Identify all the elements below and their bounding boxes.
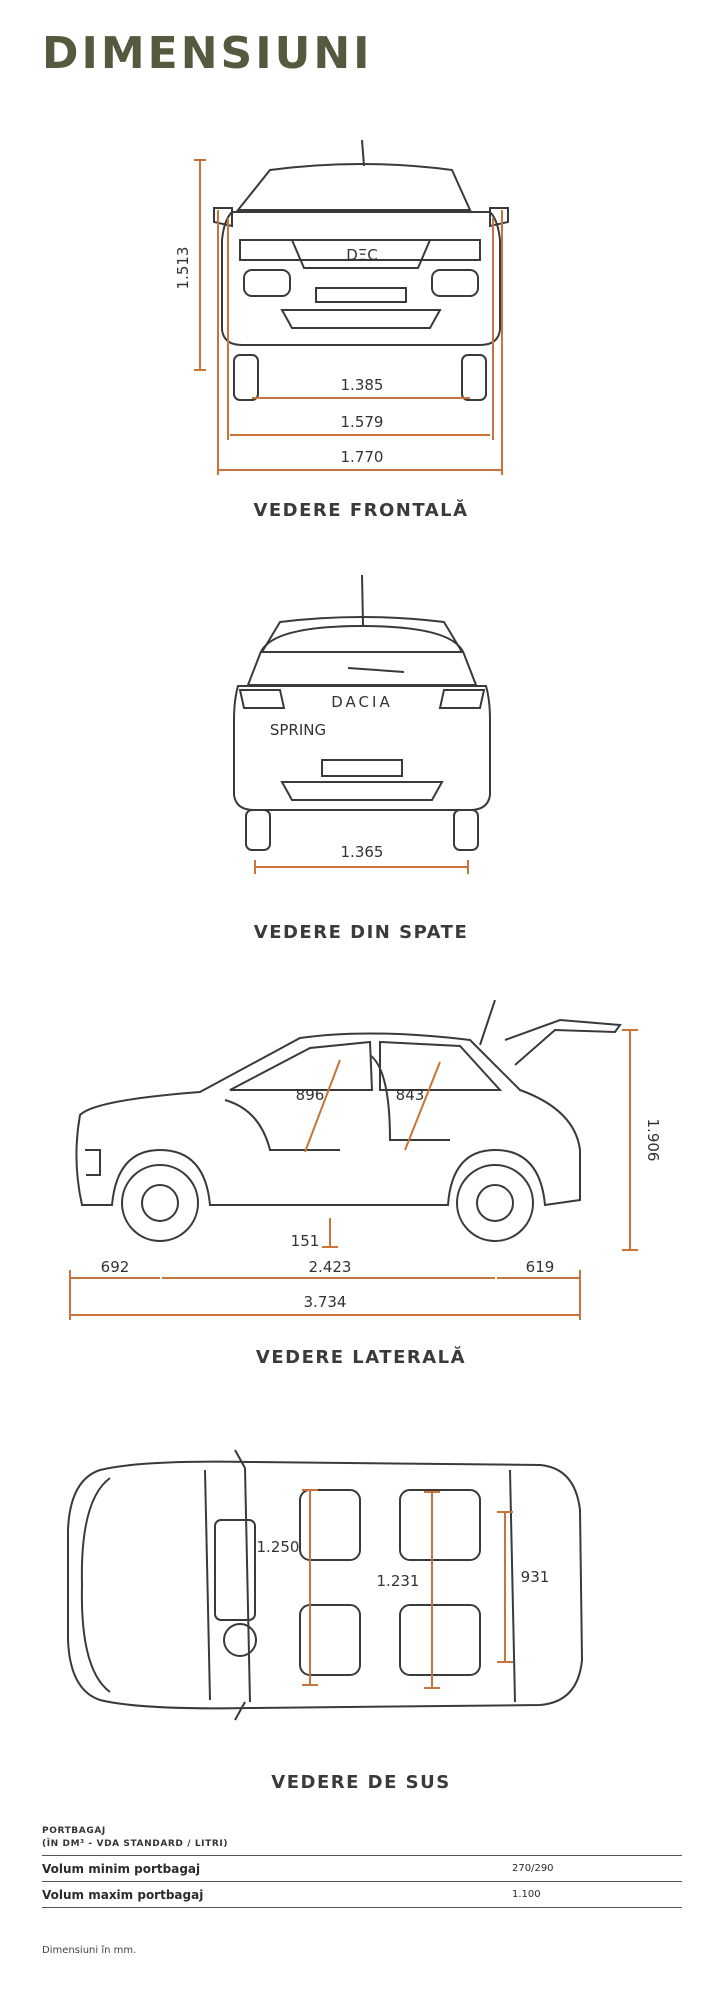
model-badge: SPRING: [270, 721, 326, 739]
top-car-outline: [67, 1449, 584, 1721]
top-view-drawing: 1.250 1.231 931: [67, 1449, 584, 1721]
front-headroom-label: 896: [296, 1086, 325, 1104]
rear-badge: DACIA: [331, 693, 392, 711]
front-view-drawing: DΞC 1.513 1.385 1.579 1.770: [174, 139, 509, 475]
overall-width-label: 1.770: [341, 448, 384, 466]
table-row: Volum minim portbagaj 270/290: [42, 1855, 682, 1881]
cargo-header-title: PORTBAGAJ: [42, 1826, 106, 1836]
front-overhang-label: 692: [101, 1258, 130, 1276]
grille-logo: DΞC: [346, 246, 378, 264]
ground-clearance-label: 151: [291, 1232, 320, 1250]
side-view-drawing: 896 843 1.906 151 692 2.423 619 3.734: [69, 1000, 662, 1320]
wheelbase-label: 2.423: [309, 1258, 352, 1276]
row-label: Volum maxim portbagaj: [42, 1887, 204, 1902]
overall-length-label: 3.734: [304, 1293, 347, 1311]
rear-dimension-lines: [254, 860, 469, 874]
cargo-volume-table: PORTBAGAJ (ÎN DM³ - VDA STANDARD / LITRI…: [42, 1825, 682, 1908]
front-dimension-lines: [194, 159, 503, 475]
row-label: Volum minim portbagaj: [42, 1861, 201, 1876]
side-view-caption: VEDERE LATERALĂ: [255, 1347, 467, 1368]
rear-elbow-width-label: 1.231: [377, 1572, 420, 1590]
table-row: Volum maxim portbagaj 1.100: [42, 1881, 682, 1908]
rear-car-outline: [233, 574, 491, 851]
side-dimension-lines: [69, 1029, 638, 1320]
track-outer-label: 1.579: [341, 413, 384, 431]
track-inner-label: 1.385: [341, 376, 384, 394]
row-value: 270/290: [512, 1863, 554, 1874]
front-elbow-width-label: 1.250: [257, 1538, 300, 1556]
rear-view-caption: VEDERE DIN SPATE: [253, 922, 469, 943]
page-title: DIMENSIUNI: [42, 28, 373, 79]
top-dimension-lines: [302, 1489, 513, 1689]
side-car-outline: [75, 1000, 622, 1242]
height-tailgate-open-label: 1.906: [644, 1119, 662, 1162]
footnote: Dimensiuni în mm.: [42, 1945, 137, 1956]
top-view-caption: VEDERE DE SUS: [271, 1772, 451, 1793]
boot-width-label: 931: [521, 1568, 550, 1586]
front-car-outline: [213, 139, 509, 401]
front-view-caption: VEDERE FRONTALĂ: [253, 500, 469, 521]
height-label: 1.513: [174, 247, 192, 290]
rear-view-drawing: DACIA SPRING 1.365: [233, 574, 491, 874]
row-value: 1.100: [512, 1889, 541, 1900]
rear-headroom-label: 843: [396, 1086, 425, 1104]
cargo-header-units: (ÎN DM³ - VDA STANDARD / LITRI): [42, 1839, 229, 1849]
rear-overhang-label: 619: [526, 1258, 555, 1276]
rear-track-label: 1.365: [341, 843, 384, 861]
